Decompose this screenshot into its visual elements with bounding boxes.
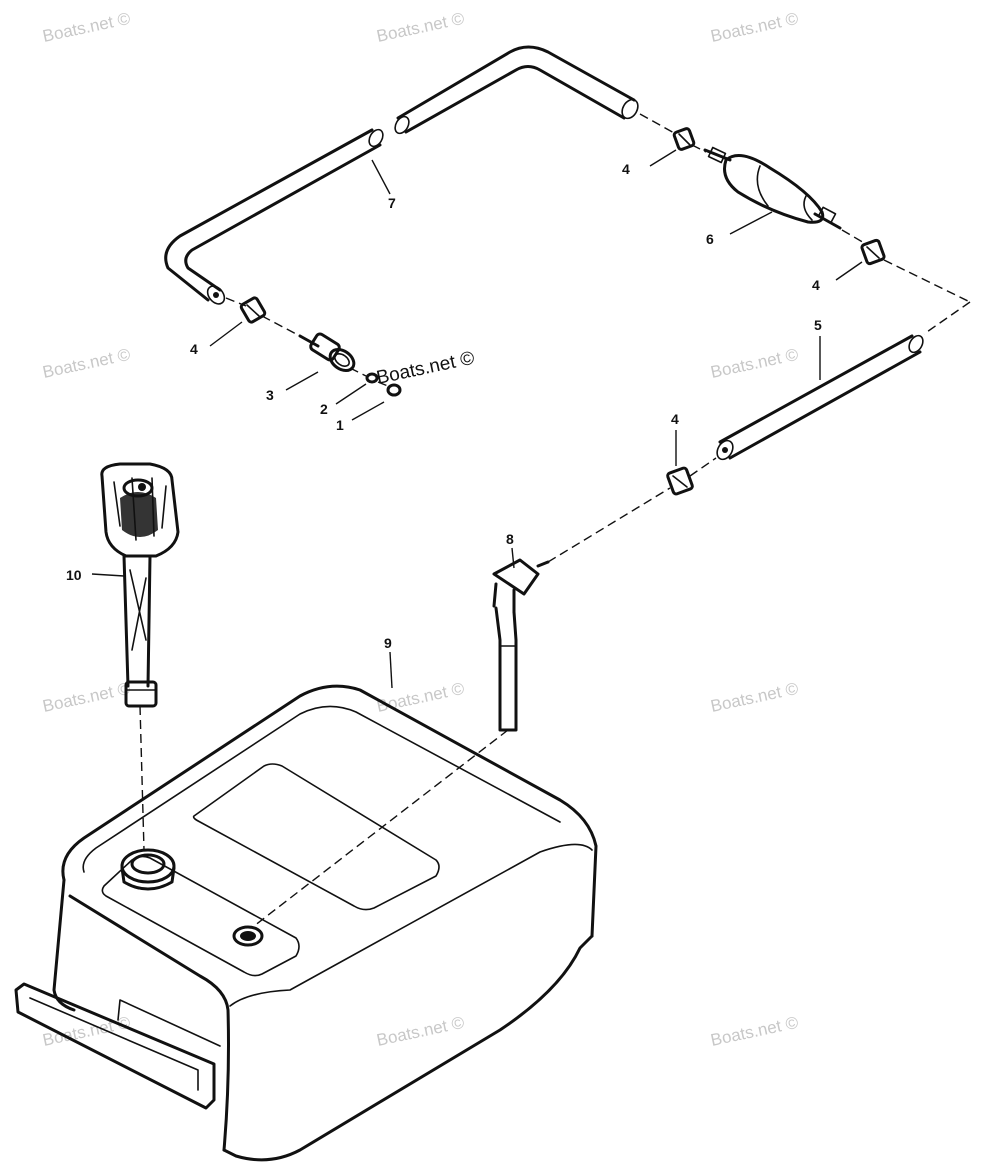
- leader-lines: [91, 149, 863, 689]
- callout-1: 1: [336, 417, 344, 433]
- watermark: Boats.net ©: [709, 679, 801, 716]
- callout-2: 2: [320, 401, 328, 417]
- callout-7: 7: [388, 195, 396, 211]
- watermark: Boats.net ©: [375, 1013, 467, 1050]
- callout-4: 4: [671, 411, 679, 427]
- callout-9: 9: [384, 635, 392, 651]
- fuel-gauge-part-10: [100, 462, 180, 708]
- watermark: Boats.net ©: [41, 345, 133, 382]
- primer-bulb-part-6: [703, 146, 842, 230]
- watermark: Boats.net ©: [375, 679, 467, 716]
- callout-4: 4: [812, 277, 820, 293]
- watermark: Boats.net ©: [41, 9, 133, 46]
- watermark: Boats.net ©: [709, 1013, 801, 1050]
- callout-5: 5: [814, 317, 822, 333]
- fuel-hose-part-7: [164, 45, 639, 305]
- callout-4: 4: [190, 341, 198, 357]
- elbow-fitting-part-8: [492, 558, 550, 732]
- o-ring-parts-1-2: [365, 372, 402, 397]
- callout-8: 8: [506, 531, 514, 547]
- assembly-lines: [139, 113, 971, 927]
- callout-labels: 4 6 4 5 4 7 4 3 2 1 8 9 10: [66, 161, 822, 651]
- callout-3: 3: [266, 387, 274, 403]
- callout-10: 10: [66, 567, 82, 583]
- hose-clamp-part-4: [239, 127, 886, 496]
- fuel-tank-part-9: [14, 684, 598, 1162]
- callout-4: 4: [622, 161, 630, 177]
- watermark: Boats.net ©: [41, 679, 133, 716]
- fuel-hose-part-5: [716, 334, 924, 461]
- watermark: Boats.net ©: [375, 9, 467, 46]
- connector-part-3: [298, 332, 356, 372]
- watermark: Boats.net ©: [709, 345, 801, 382]
- callout-6: 6: [706, 231, 714, 247]
- watermark-feature: Boats.net ©: [375, 348, 477, 389]
- watermark: Boats.net ©: [709, 9, 801, 46]
